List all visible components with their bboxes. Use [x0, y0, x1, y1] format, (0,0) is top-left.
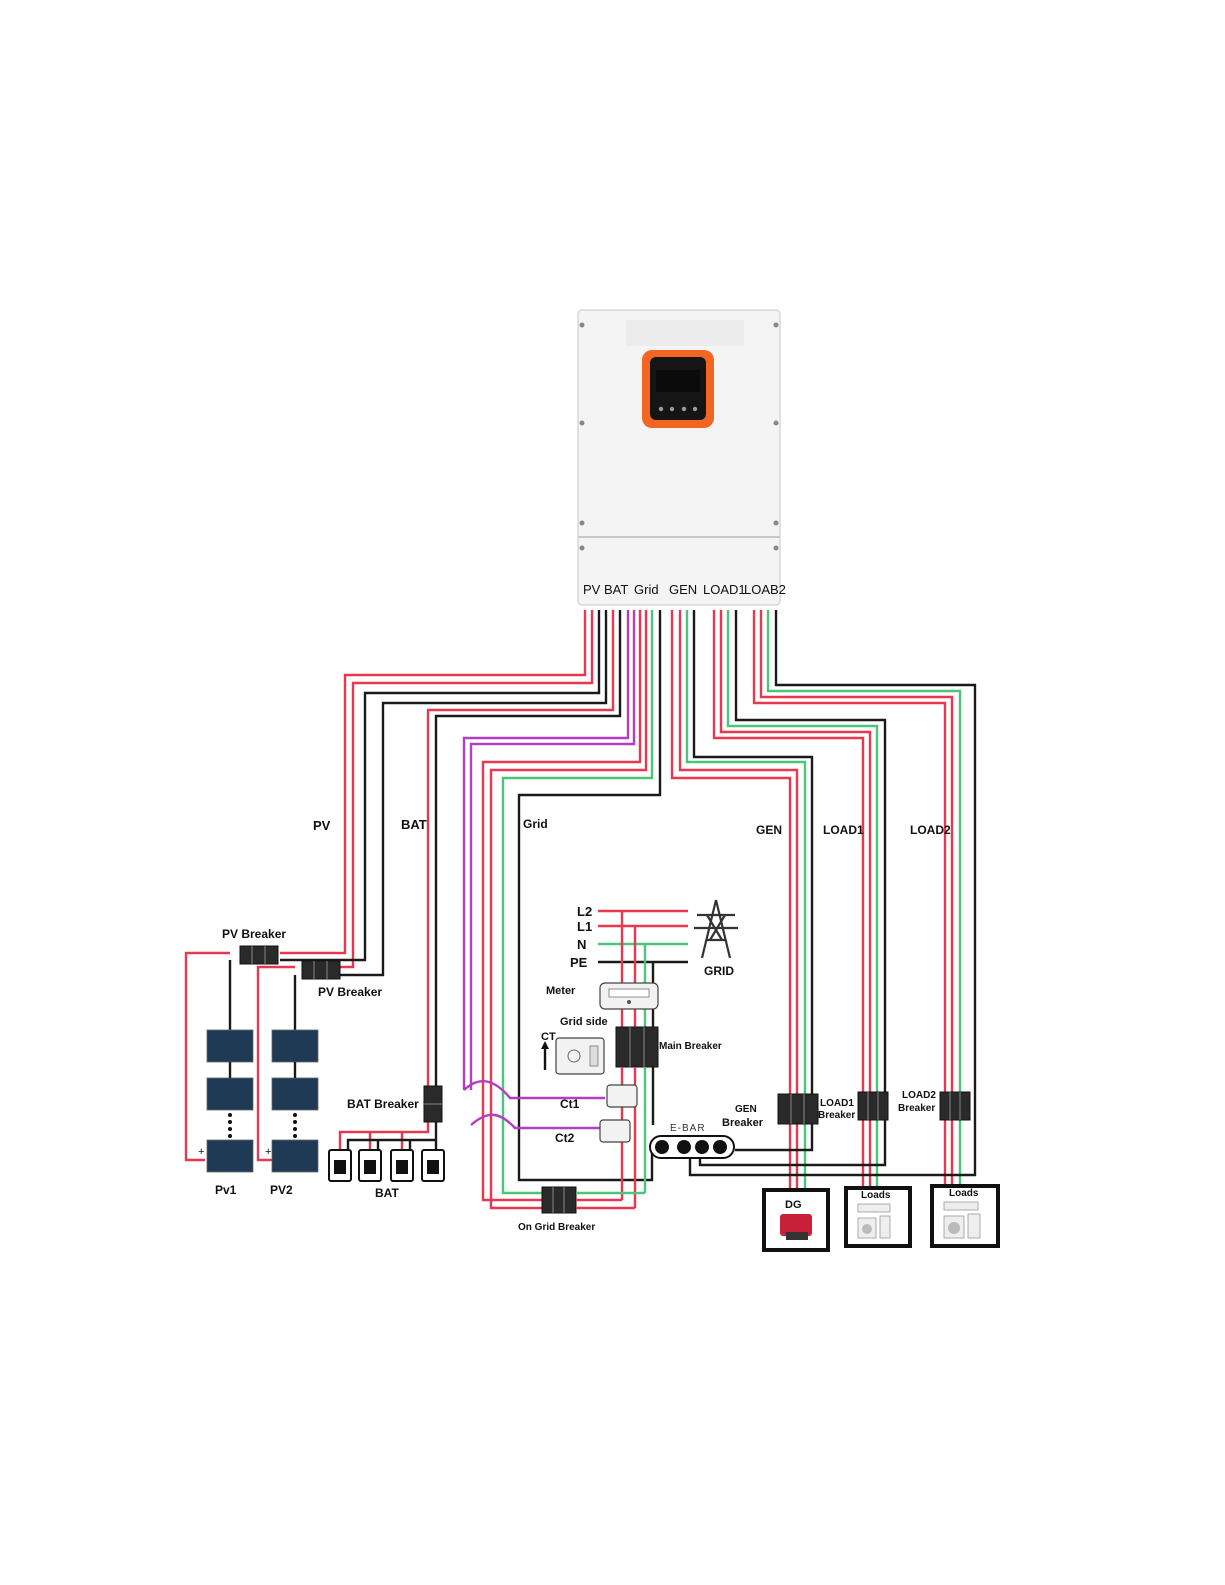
pv2-label: PV2	[270, 1183, 293, 1197]
load2-breaker-label-2: Breaker	[898, 1103, 935, 1114]
port-label-load2: LOAB2	[744, 582, 786, 597]
ct-label: CT	[541, 1031, 556, 1043]
port-label-bat: BAT	[604, 582, 628, 597]
on-grid-breaker-label: On Grid Breaker	[518, 1222, 595, 1233]
battery-bank	[329, 1120, 444, 1181]
svg-text:+: +	[265, 1146, 271, 1158]
ct-arrow-icon	[541, 1041, 549, 1070]
gen-breaker-label-1: GEN	[735, 1104, 757, 1115]
load1-breaker-label-2: Breaker	[818, 1110, 855, 1121]
transmission-tower-icon	[694, 900, 738, 958]
load2-breaker-label-1: LOAD2	[902, 1090, 936, 1101]
pv-array-1: +	[186, 953, 253, 1172]
ct1-label: Ct1	[560, 1097, 580, 1111]
pv-breaker-1[interactable]	[240, 946, 278, 964]
cable-label-load2: LOAD2	[910, 823, 951, 837]
grid-line-l1: L1	[577, 919, 592, 934]
pv-cable	[280, 610, 606, 975]
cable-label-grid: Grid	[523, 817, 548, 831]
pv1-label: Pv1	[215, 1183, 237, 1197]
loads-2-label: Loads	[949, 1188, 979, 1199]
pv-breaker-label-1: PV Breaker	[222, 927, 286, 941]
bat-label: BAT	[375, 1186, 399, 1200]
svg-text:+: +	[198, 1146, 204, 1158]
port-label-gen: GEN	[669, 582, 697, 597]
gen-breaker[interactable]	[778, 1094, 818, 1124]
grid-line-l2: L2	[577, 904, 592, 919]
grid-line-pe: PE	[570, 955, 588, 970]
cable-label-load1: LOAD1	[823, 823, 864, 837]
load2-breaker[interactable]	[940, 1092, 970, 1120]
pv-array-2: +	[258, 967, 318, 1172]
inverter	[578, 310, 780, 605]
pv-breaker-label-2: PV Breaker	[318, 985, 382, 999]
ebar-label: E-BAR	[670, 1123, 706, 1134]
inverter-button[interactable]	[670, 407, 674, 411]
ct2-label: Ct2	[555, 1131, 575, 1145]
dg-label: DG	[785, 1199, 802, 1211]
e-bar	[650, 1136, 734, 1158]
grid-line-n: N	[577, 937, 586, 952]
ct2-clamp	[600, 1120, 630, 1142]
inverter-button[interactable]	[693, 407, 697, 411]
bat-breaker[interactable]	[424, 1086, 442, 1122]
load1-breaker[interactable]	[858, 1092, 888, 1120]
bat-breaker-label: BAT Breaker	[347, 1097, 419, 1111]
grid-cable	[464, 610, 660, 1208]
meter-label: Meter	[546, 985, 576, 997]
ct1-clamp	[607, 1085, 637, 1107]
inverter-button[interactable]	[682, 407, 686, 411]
cable-label-bat: BAT	[401, 817, 427, 832]
cable-label-gen: GEN	[756, 823, 782, 837]
inverter-button[interactable]	[659, 407, 663, 411]
port-label-grid: Grid	[634, 582, 659, 597]
gen-breaker-label-2: Breaker	[722, 1117, 764, 1129]
port-label-load1: LOAD1	[703, 582, 746, 597]
loads-1-label: Loads	[861, 1190, 891, 1201]
grid-side-label: Grid side	[560, 1016, 608, 1028]
meter	[600, 983, 658, 1009]
ct1-wire	[464, 1081, 605, 1098]
grid-label: GRID	[704, 964, 734, 978]
port-label-pv: PV	[583, 582, 601, 597]
ct-device	[556, 1038, 604, 1074]
main-breaker-label: Main Breaker	[659, 1041, 722, 1052]
main-breaker[interactable]	[616, 1027, 658, 1067]
cable-label-pv: PV	[313, 818, 331, 833]
load1-breaker-label-1: LOAD1	[820, 1098, 854, 1109]
pv-breaker-2[interactable]	[302, 961, 340, 979]
on-grid-breaker[interactable]	[542, 1187, 576, 1213]
